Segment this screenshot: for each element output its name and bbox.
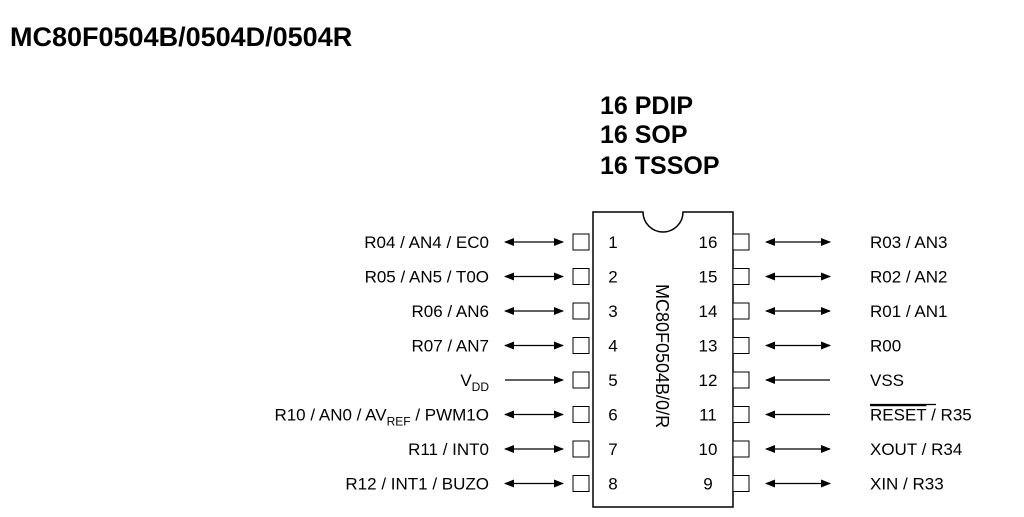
pin-label: R02 / AN2 bbox=[870, 268, 948, 287]
pin-number: 1 bbox=[608, 233, 617, 252]
pin-13: 13 R00 bbox=[699, 337, 902, 356]
pin-pad bbox=[572, 233, 590, 251]
pin-pad bbox=[572, 268, 590, 285]
pin-7: 7 R11 / INT0 bbox=[408, 440, 618, 459]
pin-label: RESET / R35 bbox=[870, 406, 972, 425]
package-label-pdip: 16 PDIP bbox=[600, 92, 694, 120]
ic-package-outline: MC80F0504B/0/R bbox=[592, 211, 734, 508]
pin-3: 3 R06 / AN6 bbox=[412, 302, 618, 321]
chip-name: MC80F0504B/0/R bbox=[652, 284, 672, 428]
pin-pad bbox=[732, 475, 750, 492]
pin-2: 2 R05 / AN5 / T0O bbox=[365, 268, 618, 287]
pin-label: R01 / AN1 bbox=[870, 302, 948, 321]
pin-pad bbox=[732, 371, 750, 389]
pin-number: 14 bbox=[699, 302, 718, 321]
pin-number: 12 bbox=[699, 371, 718, 390]
pin-number: 10 bbox=[699, 440, 718, 459]
pin-list: 1 R04 / AN4 / EC0 2 R05 / AN5 / T0O 3 R06 / A… bbox=[274, 233, 971, 494]
pin-10: 10 XOUT / R34 bbox=[699, 440, 963, 459]
pin-label: XIN / R33 bbox=[870, 475, 944, 494]
pin-5: 5 VDD bbox=[460, 371, 617, 394]
chip-outline bbox=[592, 211, 734, 508]
pin-number: 6 bbox=[608, 406, 617, 425]
pin-label: R10 / AN0 / AVREF / PWM1O bbox=[274, 406, 489, 429]
pin-label: R06 / AN6 bbox=[412, 302, 490, 321]
pin-pad bbox=[732, 302, 750, 320]
pin-number: 8 bbox=[608, 475, 617, 494]
pin-4: 4 R07 / AN7 bbox=[412, 337, 618, 356]
pin-14: 14 R01 / AN1 bbox=[699, 302, 948, 321]
document-title: MC80F0504B/0504D/0504R bbox=[10, 22, 353, 52]
pin-label: VDD bbox=[460, 371, 489, 394]
pin-label: R03 / AN3 bbox=[870, 233, 948, 252]
package-label-tssop: 16 TSSOP bbox=[600, 152, 720, 180]
pin-number: 7 bbox=[608, 440, 617, 459]
pin-12: 12 VSS bbox=[699, 371, 904, 390]
pin-9: 9 XIN / R33 bbox=[703, 475, 943, 494]
pin-number: 11 bbox=[699, 406, 717, 425]
pin-label: R07 / AN7 bbox=[412, 337, 490, 356]
pin-pad bbox=[572, 475, 590, 492]
pin-6: 6 R10 / AN0 / AVREF / PWM1O bbox=[274, 406, 617, 429]
pin-pad bbox=[732, 406, 750, 423]
pin-number: 3 bbox=[608, 302, 617, 321]
pin-pad bbox=[572, 440, 590, 458]
pin-label: R00 bbox=[870, 337, 901, 356]
pin-label: R11 / INT0 bbox=[408, 440, 489, 459]
pin-label: VSS bbox=[870, 371, 904, 390]
pin-pad bbox=[572, 337, 590, 354]
pin-pad bbox=[732, 268, 750, 285]
pin-pad bbox=[572, 371, 590, 389]
pin-pad bbox=[732, 440, 750, 458]
pin-16: 16 R03 / AN3 bbox=[699, 233, 948, 252]
pin-label: XOUT / R34 bbox=[870, 440, 962, 459]
package-label-sop: 16 SOP bbox=[600, 121, 688, 149]
pin-label: R12 / INT1 / BUZO bbox=[345, 475, 489, 494]
pin-8: 8 R12 / INT1 / BUZO bbox=[345, 475, 617, 494]
pin-number: 9 bbox=[703, 475, 712, 494]
pin-15: 15 R02 / AN2 bbox=[699, 268, 948, 287]
pin-pad bbox=[732, 337, 750, 354]
pin-pad bbox=[572, 302, 590, 320]
pin-number: 5 bbox=[608, 371, 617, 390]
pin-label: R05 / AN5 / T0O bbox=[365, 268, 489, 287]
pin-pad bbox=[572, 406, 590, 423]
pin-number: 13 bbox=[699, 337, 718, 356]
pin-pad bbox=[732, 233, 750, 251]
pin-11: 11 RESET / R35 bbox=[699, 403, 972, 425]
pin-number: 16 bbox=[699, 233, 718, 252]
pin-number: 2 bbox=[608, 268, 617, 287]
pin-1: 1 R04 / AN4 / EC0 bbox=[364, 233, 617, 252]
pin-number: 4 bbox=[608, 337, 617, 356]
pin-label: R04 / AN4 / EC0 bbox=[364, 233, 489, 252]
pin-number: 15 bbox=[699, 268, 718, 287]
